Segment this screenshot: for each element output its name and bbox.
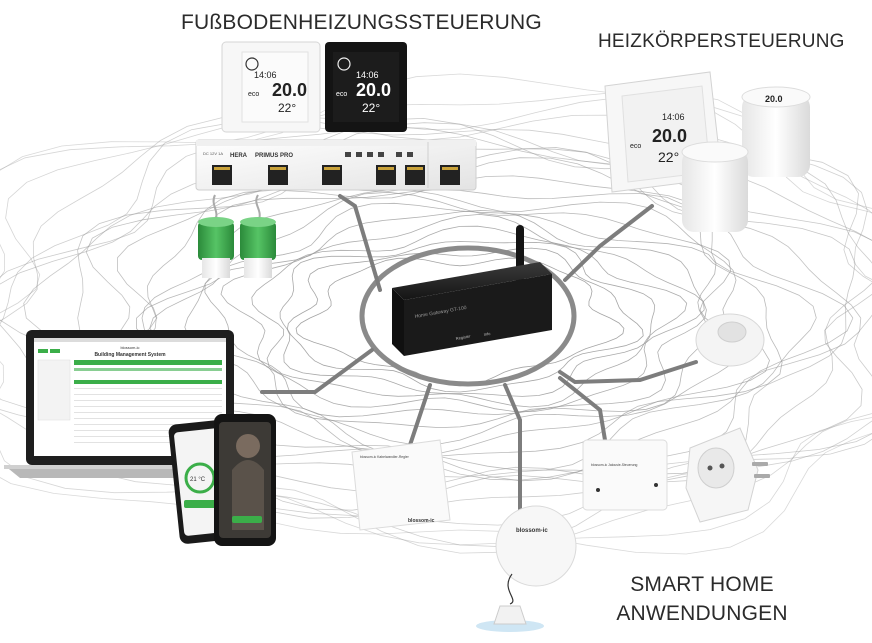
floor-thermo-black-time: 14:06 xyxy=(356,70,379,80)
laptop-table-row xyxy=(74,412,222,413)
laptop-table-row xyxy=(74,388,222,389)
floor-thermo-white-eco: eco xyxy=(248,91,259,98)
floor-thermo-white-room-temp: 22° xyxy=(278,101,296,115)
smart-home-heading: SMART HOME ANWENDUNGEN xyxy=(612,570,792,628)
water-sensor: blossom-ic xyxy=(476,505,577,632)
contour-line xyxy=(184,202,717,429)
radiator-panel-set-temp: 20.0 xyxy=(652,126,687,146)
contour-line xyxy=(118,175,817,471)
home-gateway: Home Gateway GT-100 Register Info xyxy=(392,225,552,356)
contour-line xyxy=(279,241,656,397)
smartphones: 21 °C xyxy=(168,414,276,546)
laptop-table-row xyxy=(74,424,222,425)
motion-sensor xyxy=(695,313,765,367)
laptop-table-row xyxy=(74,406,222,407)
smart-home-heading-line2: ANWENDUNGEN xyxy=(616,602,788,625)
radiator-heading: HEIZKÖRPERSTEUERUNG xyxy=(598,31,845,52)
valve-head-display: 20.0 xyxy=(765,94,783,104)
laptop-table-row xyxy=(74,418,222,419)
contour-line xyxy=(286,247,644,393)
floor-thermostat-white: 14:06 20.0 22° eco xyxy=(221,41,321,133)
laptop-table-row xyxy=(74,400,222,401)
gateway-info-label: Info xyxy=(483,331,491,337)
controller-model: PRIMUS PRO xyxy=(255,153,293,159)
phone-temp: 21 °C xyxy=(190,477,206,483)
floor-actuators xyxy=(198,194,276,278)
floor-thermo-white-time: 14:06 xyxy=(254,70,277,80)
floor-thermo-black-room-temp: 22° xyxy=(362,101,380,115)
controller-terminal-label: DC 12V 1A xyxy=(203,151,223,156)
jalousie-module: blossom-ic Jalousie-Steuerung xyxy=(582,439,668,511)
contour-line xyxy=(149,191,739,445)
jalousie-label: blossom-ic Jalousie-Steuerung xyxy=(591,463,637,467)
controller-brand: HERA xyxy=(230,153,248,159)
contour-line xyxy=(204,209,707,418)
smart-plug xyxy=(685,427,770,523)
laptop-table-row xyxy=(74,442,222,443)
smart-home-heading-line1: SMART HOME xyxy=(630,573,774,596)
laptop-title: Building Management System xyxy=(94,352,166,358)
regler-module: blossom-ic Kabelwandler-Regler blossom-i… xyxy=(351,439,451,531)
floor-heating-heading: FUßBODENHEIZUNGSSTEUERUNG xyxy=(181,11,542,34)
contour-line xyxy=(251,225,688,408)
laptop-table-row xyxy=(74,394,222,395)
radiator-panel-eco: eco xyxy=(630,143,641,150)
primus-pro-controller: DC 12V 1A HERA PRIMUS PRO xyxy=(195,139,477,191)
regler-label: blossom-ic Kabelwandler-Regler xyxy=(360,455,410,459)
contour-line xyxy=(0,73,872,555)
floor-thermo-white-set-temp: 20.0 xyxy=(272,80,307,100)
contour-line xyxy=(220,213,705,413)
laptop-table-row xyxy=(74,430,222,431)
gateway-register-label: Register xyxy=(455,333,471,341)
laptop-table-row xyxy=(74,436,222,437)
sensor-brand: blossom-ic xyxy=(516,528,548,534)
floor-thermo-black-set-temp: 20.0 xyxy=(356,80,391,100)
radiator-panel-room-temp: 22° xyxy=(658,149,679,165)
radiator-panel-time: 14:06 xyxy=(662,112,685,122)
radiator-valve-heads: 20.0 xyxy=(681,86,811,232)
regler-brand: blossom-ic xyxy=(408,518,435,524)
contour-line xyxy=(0,90,872,546)
floor-thermostat-black: 14:06 20.0 22° eco xyxy=(325,42,407,132)
floor-thermo-black-eco: eco xyxy=(336,91,347,98)
laptop: blossom-ic Building Management System xyxy=(4,330,258,478)
contour-line xyxy=(141,189,783,458)
laptop-logo: blossom-ic xyxy=(120,345,139,350)
